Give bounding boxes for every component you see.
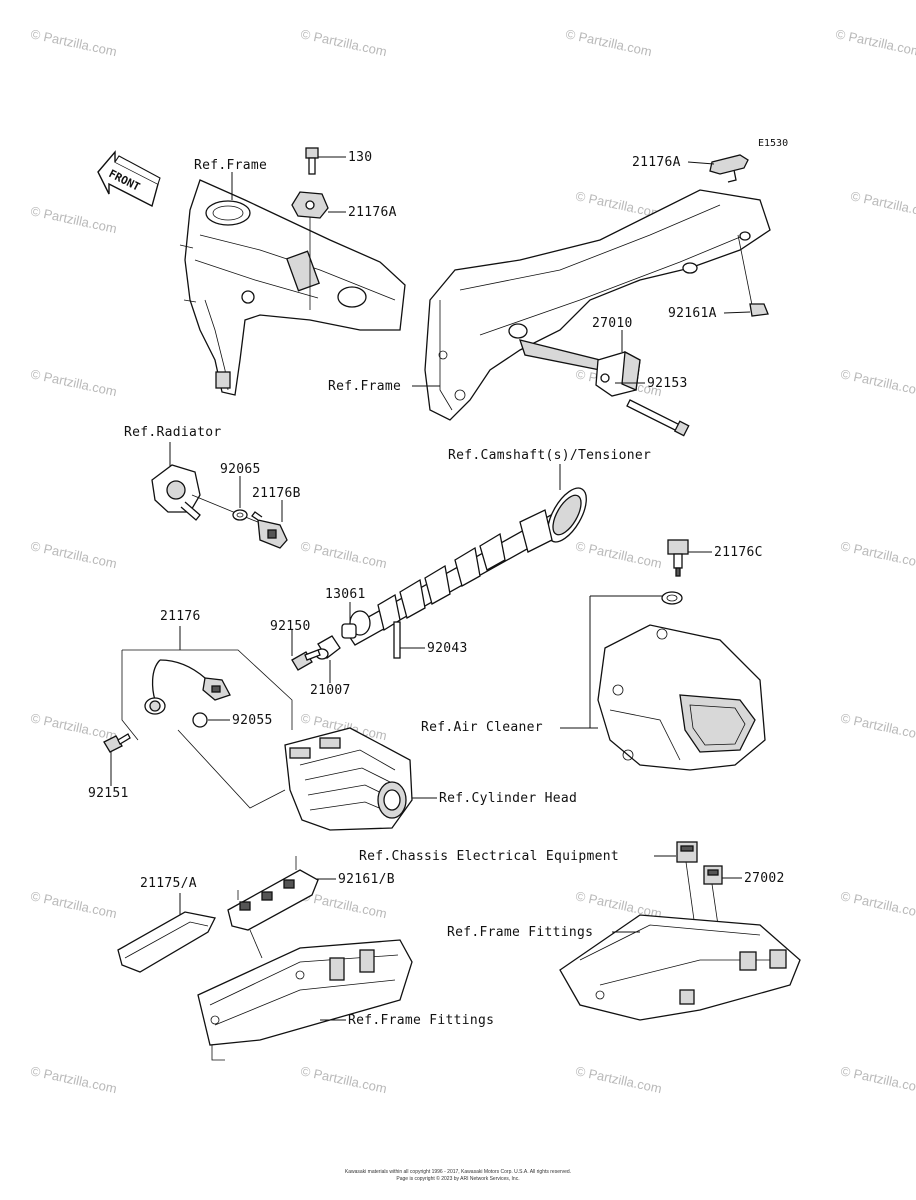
frame-left-illustration	[179, 179, 406, 396]
label-92161B: 92161/B	[338, 872, 395, 887]
label-ref-camshaft: Ref.Camshaft(s)/Tensioner	[448, 448, 651, 463]
copyright-line-1: Kawasaki materials within all copyright …	[345, 1169, 571, 1175]
sensor-21176A-right	[709, 154, 749, 183]
cylinder-head	[284, 727, 413, 831]
label-ref-radiator: Ref.Radiator	[124, 425, 222, 440]
part-21175A	[117, 911, 216, 973]
watermark: © Partzilla.com	[839, 710, 916, 743]
sensor-21176	[144, 659, 231, 715]
o-ring-92055	[192, 712, 208, 728]
watermark: © Partzilla.com	[834, 26, 916, 59]
part-13061	[341, 623, 357, 639]
frame-fittings-bottom	[197, 939, 413, 1061]
watermark: © Partzilla.com	[299, 26, 388, 59]
label-92065: 92065	[220, 462, 261, 477]
label-21176: 21176	[160, 609, 201, 624]
label-92151: 92151	[88, 786, 129, 801]
label-ref-frame-mid: Ref.Frame	[328, 379, 401, 394]
label-21007: 21007	[310, 683, 351, 698]
connector-chassis	[676, 841, 698, 863]
label-27002: 27002	[744, 871, 785, 886]
label-92153: 92153	[647, 376, 688, 391]
bolt-92153	[626, 399, 690, 437]
label-21176B: 21176B	[252, 486, 301, 501]
label-21176A-right: 21176A	[632, 155, 681, 170]
bolt-92151	[103, 733, 131, 753]
label-92150: 92150	[270, 619, 311, 634]
air-cleaner-housing	[597, 624, 766, 771]
sensor-27010	[595, 350, 641, 397]
label-92043: 92043	[427, 641, 468, 656]
sensor-21176B	[251, 511, 288, 549]
diagram-code: E1530	[758, 138, 788, 149]
part-92161B	[227, 856, 319, 931]
watermark: © Partzilla.com	[29, 203, 118, 236]
grommet	[661, 591, 683, 605]
watermark: © Partzilla.com	[299, 1063, 388, 1096]
watermark: © Partzilla.com	[299, 538, 388, 571]
watermark: © Partzilla.com	[574, 538, 663, 571]
watermark: © Partzilla.com	[29, 710, 118, 743]
label-21176C: 21176C	[714, 545, 763, 560]
copyright-line-2: Page is copyright © 2023 by ARI Network …	[396, 1175, 519, 1182]
bolt-130	[305, 147, 319, 175]
frame-fittings-right	[559, 914, 801, 1021]
watermark: © Partzilla.com	[849, 188, 916, 221]
label-92055: 92055	[232, 713, 273, 728]
label-ref-cylinder-head: Ref.Cylinder Head	[439, 791, 577, 806]
label-130: 130	[348, 150, 372, 165]
label-92161A: 92161A	[668, 306, 717, 321]
front-arrow-icon: FRONT	[97, 150, 161, 208]
camshaft	[344, 487, 587, 646]
label-ref-frame-top: Ref.Frame	[194, 158, 267, 173]
part-21007	[315, 635, 341, 660]
bolt-92150	[291, 649, 321, 671]
watermark: © Partzilla.com	[839, 888, 916, 921]
watermark: © Partzilla.com	[29, 538, 118, 571]
label-ref-frame-fittings-bottom: Ref.Frame Fittings	[348, 1013, 494, 1028]
watermark: © Partzilla.com	[29, 888, 118, 921]
label-21176A-left: 21176A	[348, 205, 397, 220]
label-ref-chassis: Ref.Chassis Electrical Equipment	[359, 849, 619, 864]
watermark: © Partzilla.com	[29, 1063, 118, 1096]
watermark: © Partzilla.com	[839, 366, 916, 399]
pin-92043	[393, 621, 401, 659]
label-ref-air-cleaner: Ref.Air Cleaner	[421, 720, 543, 735]
watermark: © Partzilla.com	[574, 1063, 663, 1096]
connector-27002	[703, 865, 723, 885]
watermark: © Partzilla.com	[29, 26, 118, 59]
bolt-92161A	[749, 303, 769, 317]
label-ref-frame-fittings-right: Ref.Frame Fittings	[447, 925, 593, 940]
radiator-housing	[151, 464, 201, 521]
watermark: © Partzilla.com	[29, 366, 118, 399]
watermark: © Partzilla.com	[839, 538, 916, 571]
watermark: © Partzilla.com	[839, 1063, 916, 1096]
label-21175A: 21175/A	[140, 876, 197, 891]
washer-92065	[232, 509, 248, 521]
label-13061: 13061	[325, 587, 366, 602]
label-27010: 27010	[592, 316, 633, 331]
sensor-21176C	[667, 539, 689, 577]
sensor-21176A-left	[291, 191, 329, 219]
watermark: © Partzilla.com	[564, 26, 653, 59]
